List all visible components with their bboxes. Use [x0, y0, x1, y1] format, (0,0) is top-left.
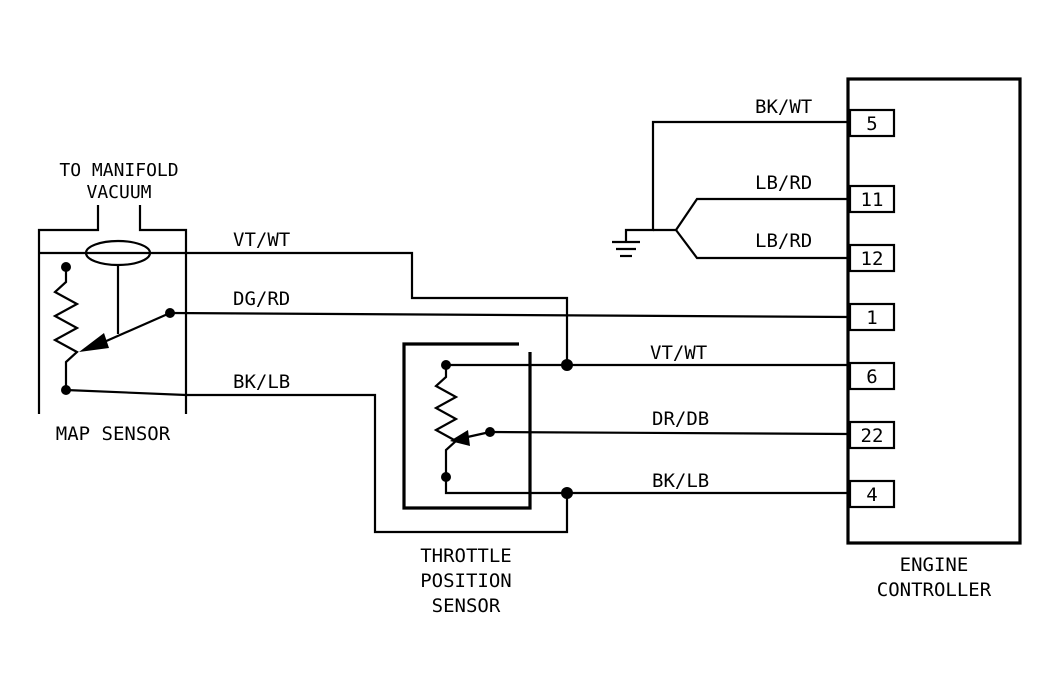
wire-label-lb-rd-12: LB/RD	[755, 230, 812, 252]
wire-label-vt-wt-tps: VT/WT	[650, 342, 707, 364]
wire-dr-db	[489, 430, 851, 436]
pin-4: 4	[848, 479, 896, 509]
pin-12-label: 12	[861, 248, 884, 270]
tps-label-line2: POSITION	[420, 570, 512, 592]
engine-controller: ENGINE CONTROLLER	[846, 77, 1022, 601]
pin-6: 6	[848, 361, 896, 391]
pin-1: 1	[848, 302, 896, 332]
wire-label-dr-db: DR/DB	[652, 408, 709, 430]
manifold-label-line1: TO MANIFOLD	[59, 160, 178, 181]
pin-6-label: 6	[866, 366, 877, 388]
wire-label-vt-wt-map: VT/WT	[233, 229, 290, 251]
wire-dg-rd	[169, 311, 851, 319]
wire-label-bk-lb-map: BK/LB	[233, 371, 290, 393]
pin-11: 11	[848, 184, 896, 214]
pin-22-label: 22	[861, 425, 884, 447]
ground-circuit	[612, 120, 850, 260]
throttle-position-sensor: THROTTLE POSITION SENSOR	[402, 342, 532, 617]
pin-11-label: 11	[861, 189, 884, 211]
manifold-label-line2: VACUUM	[86, 182, 151, 203]
wire-label-dg-rd: DG/RD	[233, 288, 290, 310]
pin-1-label: 1	[866, 307, 877, 329]
pin-5-label: 5	[866, 113, 877, 135]
controller-label-line2: CONTROLLER	[877, 579, 992, 601]
map-sensor-label: MAP SENSOR	[56, 423, 171, 445]
wire-bk-lb-map	[65, 388, 569, 534]
pin-22: 22	[848, 420, 896, 450]
wire-label-bk-wt: BK/WT	[755, 96, 812, 118]
wire-bk-lb-tps	[444, 477, 850, 495]
map-sensor: TO MANIFOLD VACUUM MAP SENSOR	[37, 160, 188, 445]
pin-12: 12	[848, 243, 896, 273]
pin-4-label: 4	[866, 484, 877, 506]
wire-label-lb-rd-11: LB/RD	[755, 172, 812, 194]
controller-box	[846, 77, 1022, 545]
wire-vt-wt-map	[186, 251, 569, 365]
wire-label-bk-lb-tps: BK/LB	[652, 470, 709, 492]
tps-label-line3: SENSOR	[432, 595, 501, 617]
tps-label-line1: THROTTLE	[420, 545, 512, 567]
pin-5: 5	[848, 108, 896, 138]
controller-label-line1: ENGINE	[900, 554, 969, 576]
